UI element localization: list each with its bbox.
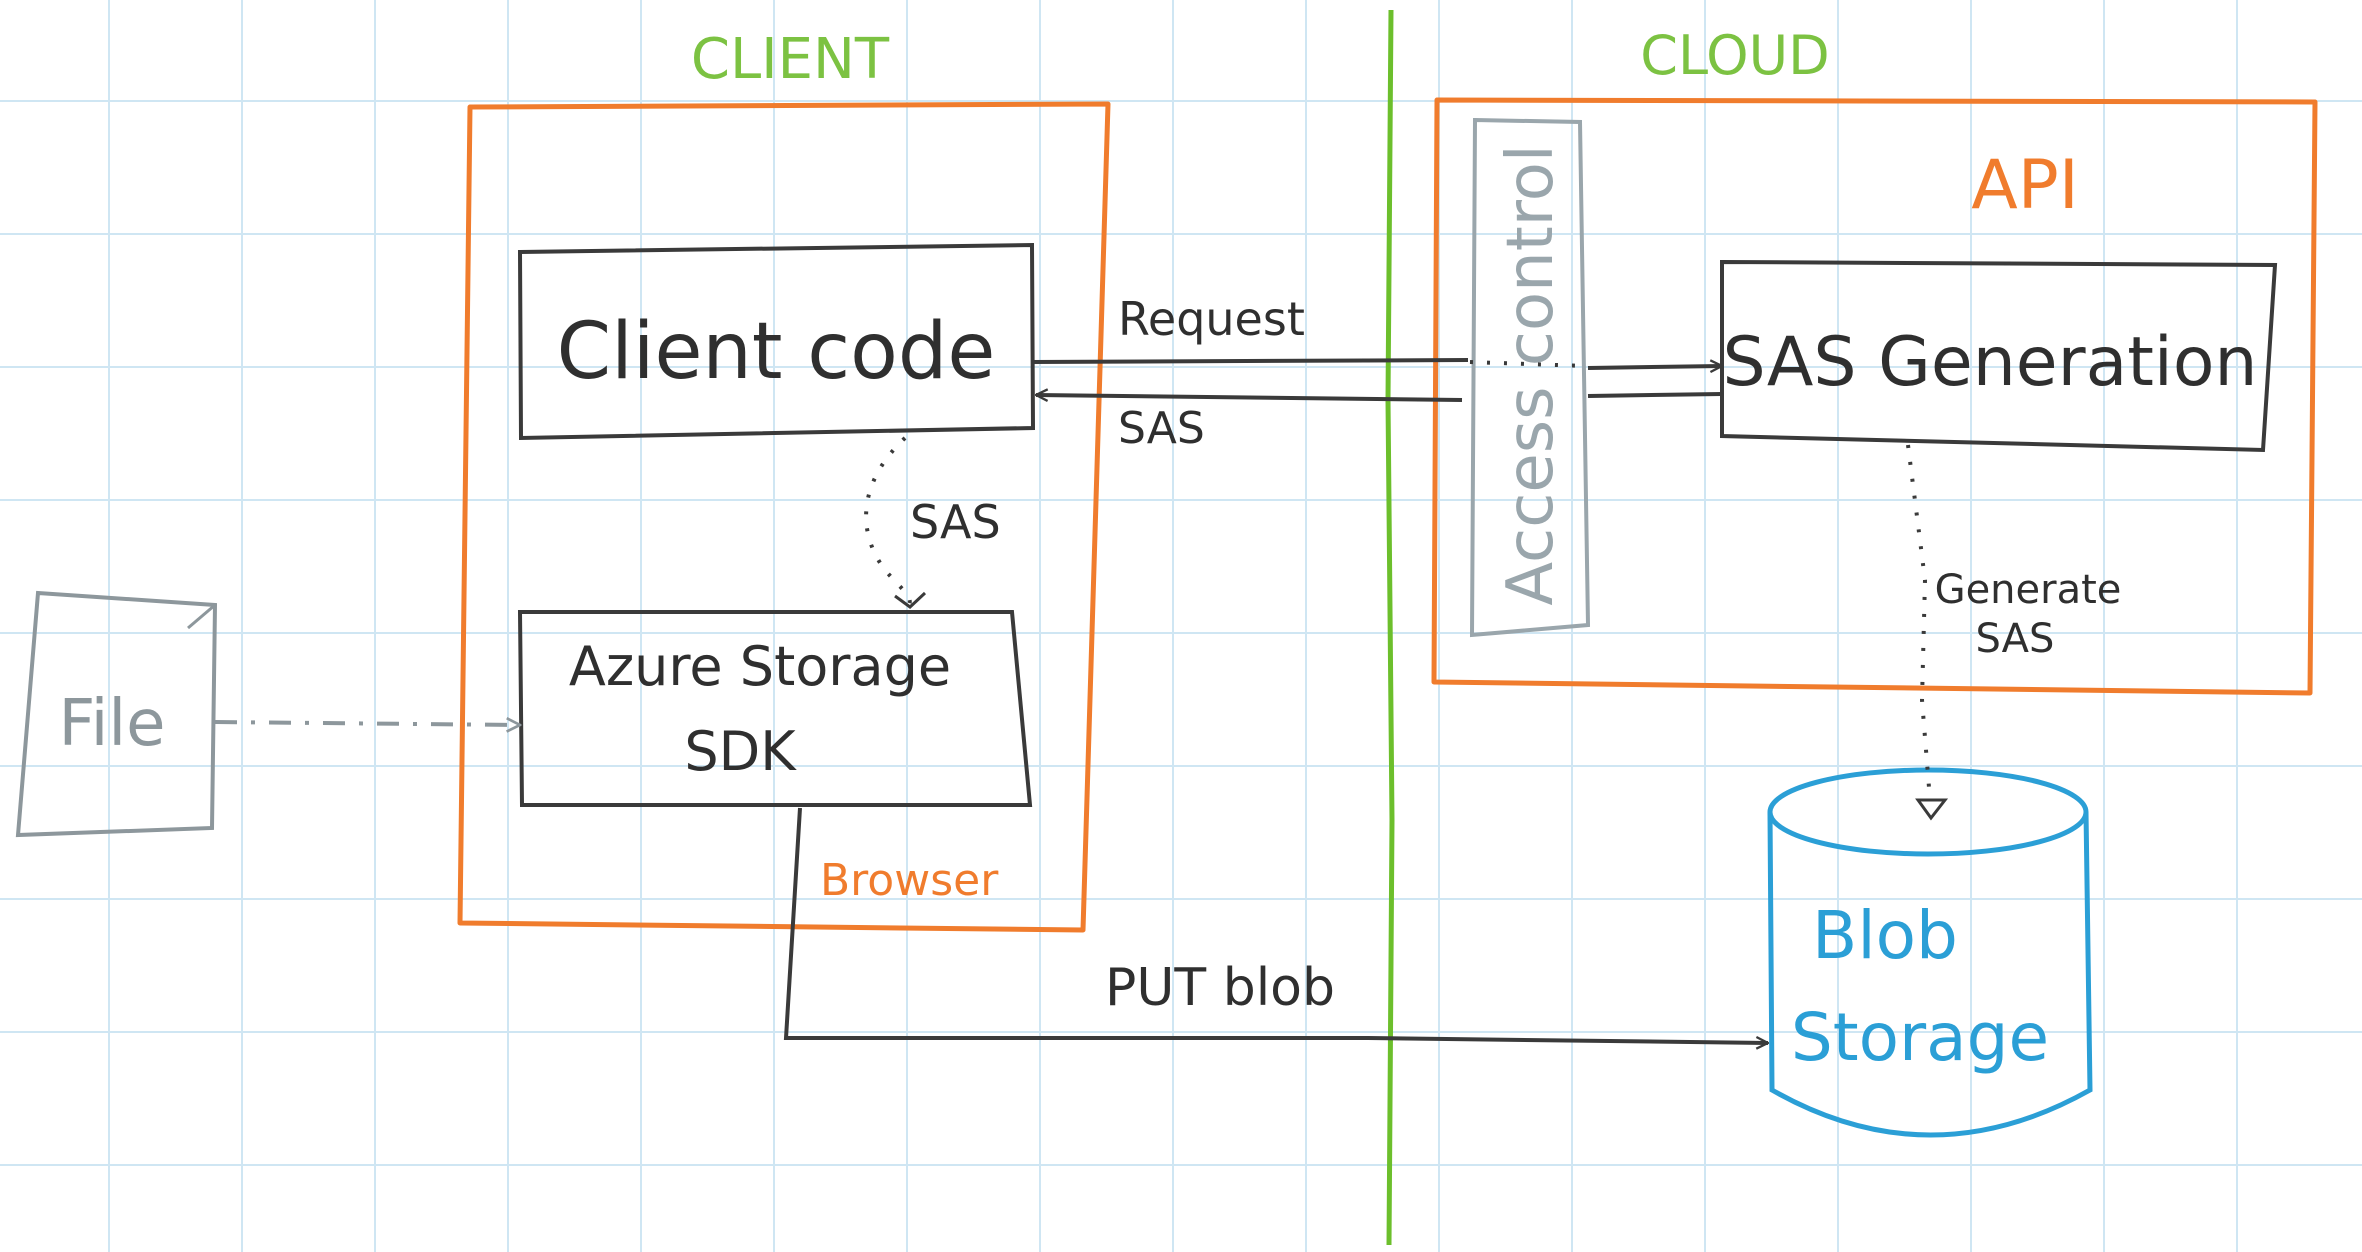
browser-label: Browser: [820, 855, 999, 906]
sas-to-sdk-arrowhead: [894, 591, 927, 609]
blob-storage-cylinder: [1767, 767, 2093, 1138]
put-blob-arrow: [783, 807, 1768, 1043]
file-corner-fold: [187, 603, 216, 630]
sas-response-label: SAS: [1118, 403, 1205, 454]
file-label: File: [58, 687, 165, 761]
sas-to-sdk-label: SAS: [910, 495, 1001, 549]
generate-sas-arrowhead: [1915, 798, 1949, 821]
request-arrow-to-sas: [1587, 366, 1722, 368]
sas-response-arrow: [1036, 395, 1463, 400]
sas-to-sdk-dotted: [864, 436, 912, 608]
file-to-sdk-arrow: [214, 722, 520, 725]
sas-response-arrow-segment: [1587, 392, 1723, 398]
sdk-box: [517, 610, 1033, 807]
browser-container: [457, 101, 1111, 933]
client-zone-label: CLIENT: [691, 27, 890, 92]
api-label: API: [1971, 146, 2079, 225]
file-document: [15, 590, 218, 838]
sas-generation-box: [1720, 259, 2278, 453]
sdk-label-line1: Azure Storage: [569, 635, 951, 698]
blob-storage-label-line2: Storage: [1791, 999, 2049, 1076]
put-blob-label: PUT blob: [1105, 958, 1335, 1018]
access-control-label: Access control: [1494, 144, 1568, 605]
client-code-box: [517, 242, 1036, 441]
client-code-label: Client code: [557, 307, 996, 397]
sdk-label-line2: SDK: [684, 720, 797, 783]
sas-generation-label: SAS Generation: [1722, 323, 2257, 402]
request-arrow-segment: [1031, 358, 1469, 364]
request-arrow-dotted: [1469, 360, 1586, 368]
generate-sas-label-line1: Generate: [1935, 567, 2122, 613]
generate-sas-dotted: [1906, 444, 1932, 801]
access-control-bar: [1469, 117, 1591, 638]
blob-storage-label-line1: Blob: [1812, 897, 1958, 974]
generate-sas-label-line2: SAS: [1976, 616, 2055, 662]
cloud-zone-label: CLOUD: [1640, 24, 1829, 87]
client-cloud-divider: [1385, 9, 1395, 1246]
api-container: [1431, 97, 2318, 696]
request-label: Request: [1118, 292, 1305, 346]
